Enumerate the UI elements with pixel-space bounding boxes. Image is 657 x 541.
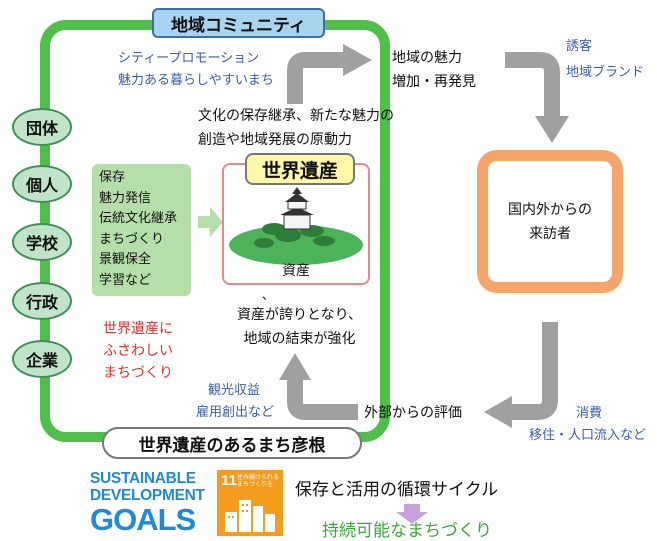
revenue-line: 観光収益 xyxy=(208,383,261,398)
arrow-to-result xyxy=(396,504,428,524)
frame-title: 地域コミュニティ xyxy=(152,8,325,38)
cycle-caption: 保存と活用の循環サイクル xyxy=(295,480,499,500)
sdg-logo-line: DEVELOPMENT xyxy=(90,487,205,504)
member-oval-individual: 個人 xyxy=(12,165,72,203)
attraction-text: 地域の魅力 増加・再発見 xyxy=(392,46,476,94)
pride-line: 地域の結束が強化 xyxy=(243,331,356,347)
revenue-text: 観光収益 雇用創出など xyxy=(196,380,274,424)
consumption-line: 消費 xyxy=(576,406,603,421)
brand-text: 地域ブランド xyxy=(566,62,644,84)
invite-line: 地域ブランド xyxy=(566,65,645,80)
arrow-head-attraction xyxy=(343,44,372,76)
suitable-town-line: ふさわしい xyxy=(103,343,173,359)
visitors-box: 国内外からの 来訪者 xyxy=(477,150,623,293)
city-buildings-icon xyxy=(225,500,275,532)
promotion-text: シティープロモーション 魅力ある暮らしやすいまち xyxy=(118,48,274,92)
suitable-town-text: 世界遺産に ふさわしい まちづくり xyxy=(103,318,173,384)
comma-mark: 、 xyxy=(262,288,275,302)
suitable-town-line: まちづくり xyxy=(103,365,173,381)
heritage-title: 世界遺産 xyxy=(245,153,355,185)
promotion-line: シティープロモーション xyxy=(118,51,260,66)
arrow-drive-to-attraction xyxy=(287,52,345,104)
arrow-attraction-to-visitors xyxy=(505,52,560,118)
suitable-town-line: 世界遺産に xyxy=(103,321,173,337)
member-oval-school: 学校 xyxy=(12,223,72,261)
invite-text: 誘客 xyxy=(566,36,592,58)
revenue-line: 雇用創出など xyxy=(196,405,275,420)
sdg-goal-text: 住み続けられる まちづくりを xyxy=(237,474,280,488)
consumption-text: 消費 xyxy=(576,403,602,425)
result-caption: 持続可能なまちづくり xyxy=(322,521,492,541)
activity-item: 学習など xyxy=(99,272,152,288)
member-oval-government: 行政 xyxy=(12,282,72,320)
driving-force-text: 文化の保存継承、新たな魅力の 創造や地域発展の原動力 xyxy=(198,104,394,152)
sdg-logo-line: SUSTAINABLE xyxy=(90,470,196,487)
activity-item: 魅力発信 xyxy=(99,190,152,206)
arrow-head-evaluation xyxy=(484,396,512,428)
activity-item: 景観保全 xyxy=(99,252,152,267)
consumption-line: 移住・人口流入など xyxy=(529,428,647,443)
activity-item: まちづくり xyxy=(99,231,165,247)
arrow-visitors-to-evaluation xyxy=(510,322,558,420)
driving-force-line: 創造や地域発展の原動力 xyxy=(198,132,352,148)
castle-illustration xyxy=(229,187,363,265)
arrow-head-visitors xyxy=(535,116,569,143)
pride-text: 資産が誇りとなり、 地域の結束が強化 xyxy=(237,303,362,351)
sdg-goal-number: 11 xyxy=(221,472,237,489)
driving-force-line: 文化の保存継承、新たな魅力の xyxy=(198,108,394,124)
evaluation-text: 外部からの評価 xyxy=(364,405,462,421)
bottom-label: 世界遺産のあるまち彦根 xyxy=(102,427,362,459)
attraction-line: 増加・再発見 xyxy=(392,74,476,90)
migration-text: 移住・人口流入など xyxy=(529,425,646,447)
activity-item: 伝統文化継承 xyxy=(99,211,178,226)
sdg-logo: SUSTAINABLE DEVELOPMENT GOALS xyxy=(90,470,206,536)
promotion-line: 魅力ある暮らしやすいまち xyxy=(118,73,274,88)
activities-box: 保存 魅力発信 伝統文化継承 まちづくり 景観保全 学習など xyxy=(92,164,191,296)
pride-line: 資産が誇りとなり、 xyxy=(237,307,363,323)
arrow-evaluation-to-pride xyxy=(287,378,358,420)
invite-line: 誘客 xyxy=(566,39,593,54)
sdg-logo-goals: GOALS xyxy=(90,502,196,537)
arrow-head-pride xyxy=(279,353,311,380)
visitors-line: 来訪者 xyxy=(529,225,571,242)
activity-item: 保存 xyxy=(99,170,126,185)
member-oval-group: 団体 xyxy=(12,108,72,146)
attraction-line: 地域の魅力 xyxy=(392,50,462,66)
sdg-goal-11-icon: 11 住み続けられる まちづくりを xyxy=(217,470,283,536)
visitors-line: 国内外からの xyxy=(508,201,592,218)
asset-label: 資産 xyxy=(282,263,310,279)
member-oval-company: 企業 xyxy=(12,340,72,378)
arrow-activities-to-heritage xyxy=(198,207,223,237)
